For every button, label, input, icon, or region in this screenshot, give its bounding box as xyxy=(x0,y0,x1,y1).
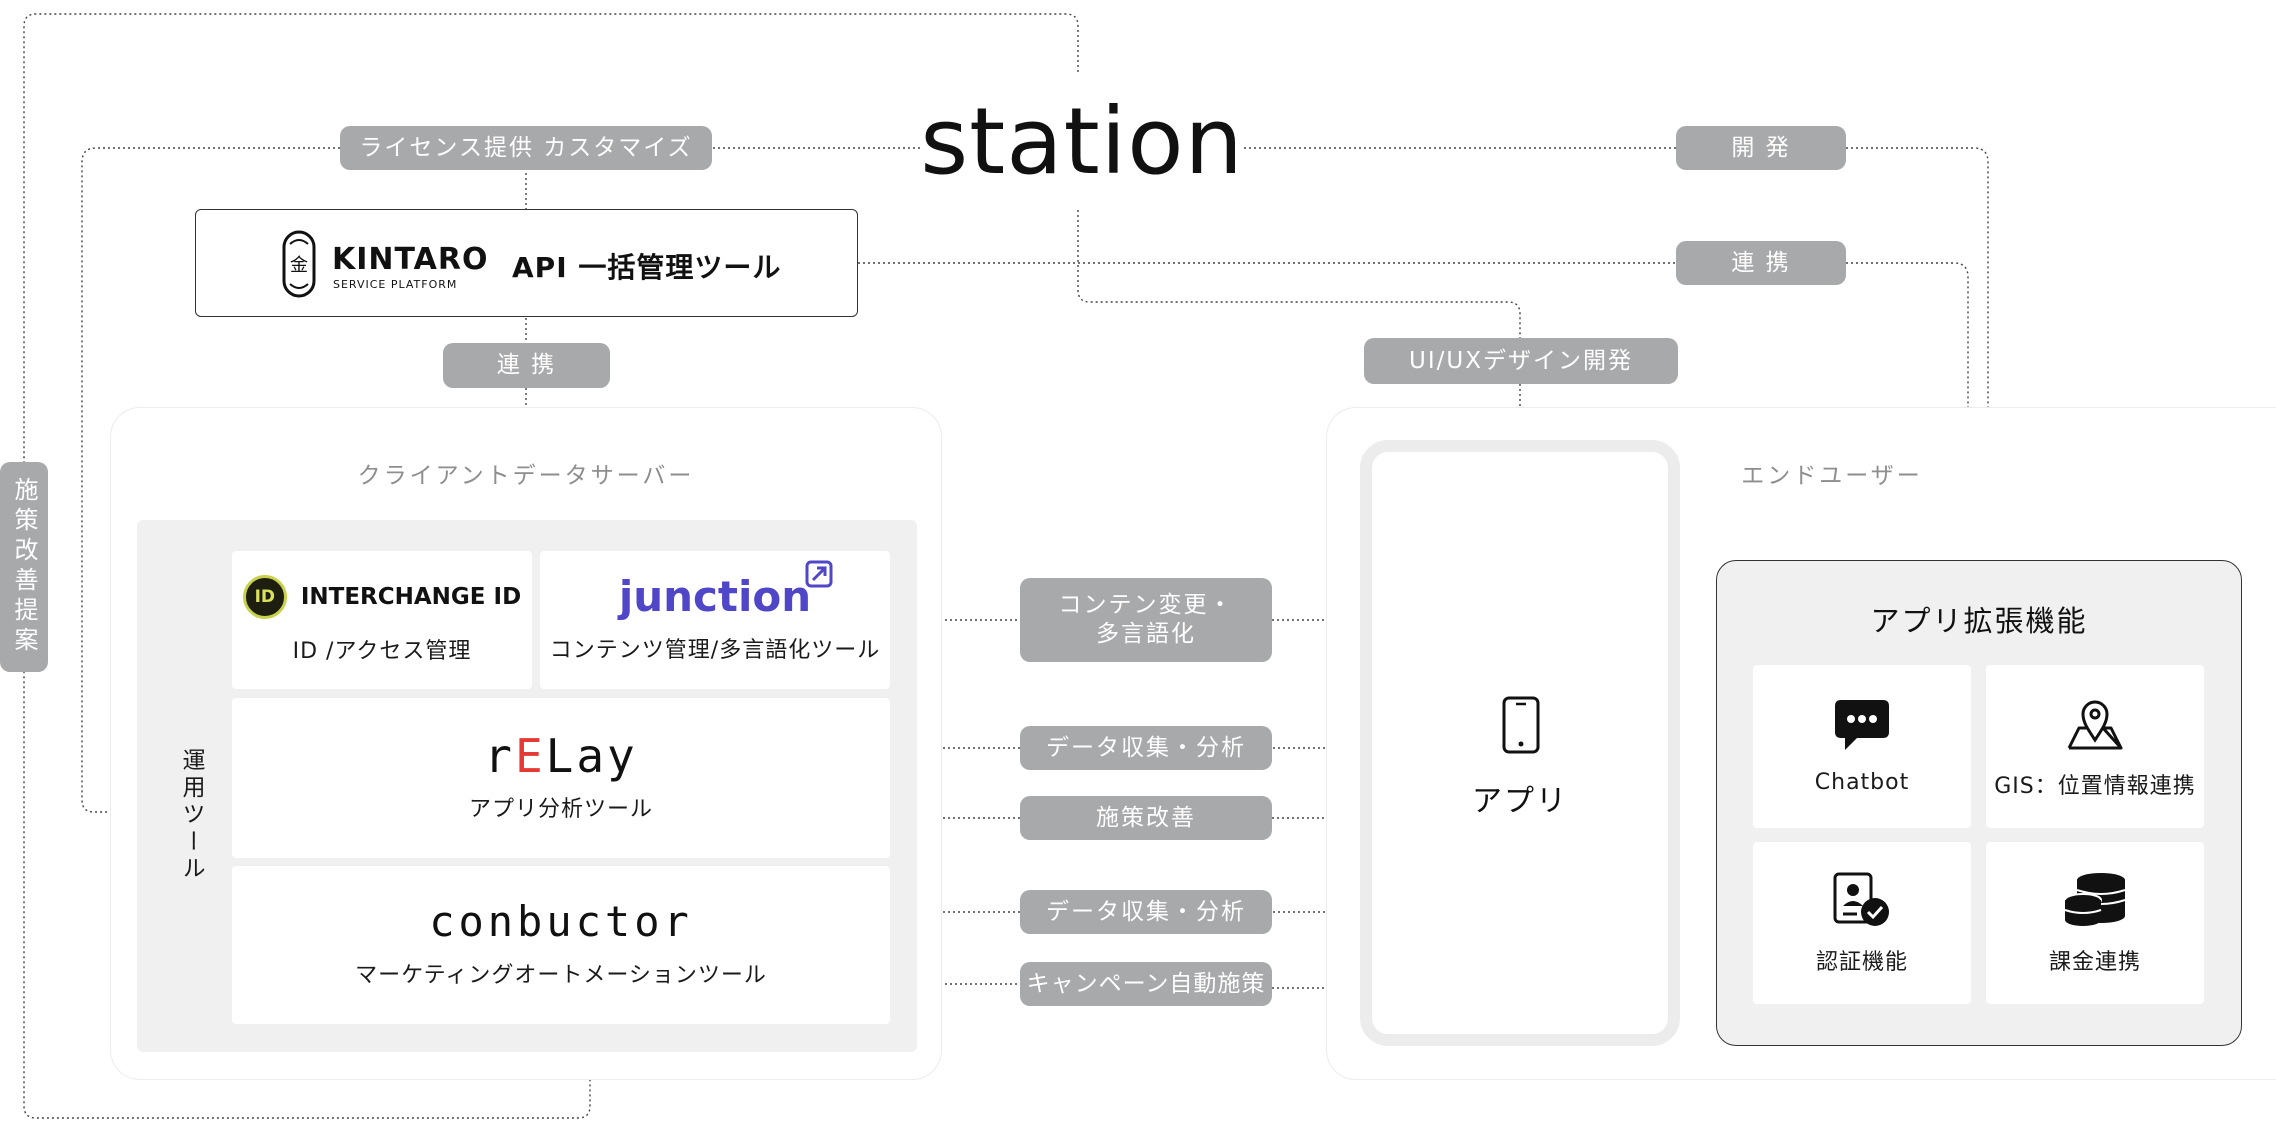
client-data-server-title: クライアントデータサーバー xyxy=(357,463,695,489)
relay-logo: rELay xyxy=(484,729,638,783)
uiux-design-label: UI/UXデザイン開発 xyxy=(1364,338,1678,384)
junction-link-icon xyxy=(805,560,833,588)
content-localization-label: コンテン変更・ 多言語化 xyxy=(1020,578,1272,662)
extension-billing-label: 課金連携 xyxy=(2048,950,2141,975)
integration-label-kintaro: 連 携 xyxy=(443,343,610,388)
extension-chatbot: Chatbot xyxy=(1753,665,1971,828)
measure-improvement-label: 施策改善 xyxy=(1020,796,1272,840)
kintaro-logo-sub: SERVICE PLATFORM xyxy=(333,278,458,291)
extension-billing: 課金連携 xyxy=(1986,842,2204,1004)
conductor-logo: conbuctor xyxy=(429,897,693,946)
relay-card: rELay アプリ分析ツール xyxy=(232,698,890,858)
extension-chatbot-label: Chatbot xyxy=(1814,770,1910,795)
relay-caption: アプリ分析ツール xyxy=(468,797,653,822)
license-customize-label: ライセンス提供 カスタマイズ xyxy=(340,126,712,170)
app-label: アプリ xyxy=(1472,784,1568,819)
conductor-card: conbuctor マーケティングオートメーションツール xyxy=(232,866,890,1024)
interchange-id-logo: INTERCHANGE ID xyxy=(300,584,522,610)
extension-auth-label: 認証機能 xyxy=(1815,950,1908,975)
data-analysis-label-2: データ収集・分析 xyxy=(1020,890,1272,934)
extension-gis-label: GIS：位置情報連携 xyxy=(1994,773,2196,799)
kintaro-logo-name: KINTARO xyxy=(332,242,489,277)
station-logo: station xyxy=(920,88,1244,195)
smartphone-icon xyxy=(1502,696,1540,758)
map-pin-icon xyxy=(2067,700,2123,749)
kintaro-description: API 一括管理ツール xyxy=(512,251,782,284)
svg-text:金: 金 xyxy=(290,255,308,276)
conductor-caption: マーケティングオートメーションツール xyxy=(355,963,767,988)
kintaro-box: 金 KINTARO SERVICE PLATFORM API 一括管理ツール xyxy=(195,209,858,317)
development-label: 開 発 xyxy=(1676,126,1846,170)
campaign-auto-label: キャンペーン自動施策 xyxy=(1020,962,1272,1006)
junction-card: junction コンテンツ管理/多言語化ツール xyxy=(540,551,890,689)
interchange-id-icon: ID xyxy=(242,575,287,619)
data-analysis-label-1: データ収集・分析 xyxy=(1020,726,1272,770)
coin-stack-icon xyxy=(2064,873,2126,926)
extension-gis: GIS：位置情報連携 xyxy=(1986,665,2204,828)
chat-bubble-icon xyxy=(1835,700,1889,750)
id-badge-check-icon xyxy=(1833,872,1889,926)
integration-label-top: 連 携 xyxy=(1676,241,1846,285)
app-extensions-title: アプリ拡張機能 xyxy=(1870,604,2088,638)
end-user-title: エンドユーザー xyxy=(1741,463,1923,489)
measure-proposal-label: 施策改善提案 xyxy=(0,462,48,672)
junction-caption: コンテンツ管理/多言語化ツール xyxy=(549,638,881,663)
kintaro-emblem-icon: 金 xyxy=(282,230,316,298)
extension-auth: 認証機能 xyxy=(1753,842,1971,1004)
junction-logo: junction xyxy=(618,572,812,621)
interchange-id-caption: ID /アクセス管理 xyxy=(292,639,472,664)
interchange-id-card: ID INTERCHANGE ID ID /アクセス管理 xyxy=(232,551,532,689)
ops-tools-label: 運用ツール xyxy=(178,748,204,883)
